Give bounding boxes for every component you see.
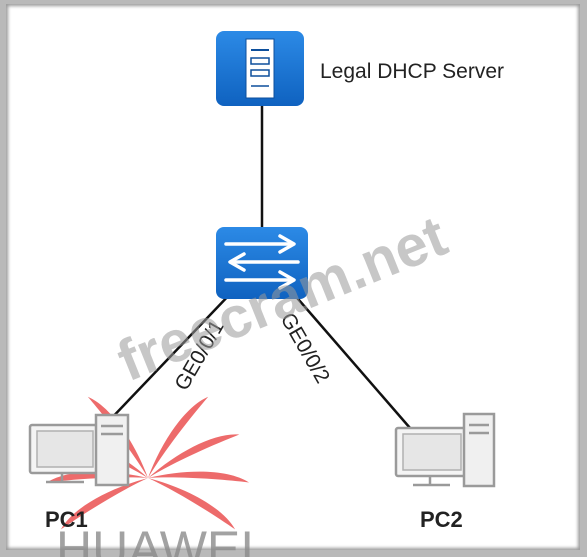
pc-icon [394, 412, 496, 488]
server-node: Legal DHCP Server [216, 31, 504, 106]
link-switch-pc1 [104, 291, 233, 426]
pc2-node: PC2 [394, 412, 496, 532]
pc-icon [28, 413, 130, 487]
switch-node [216, 227, 308, 299]
server-label: Legal DHCP Server [320, 60, 504, 83]
pc2-label: PC2 [420, 507, 463, 532]
pc1-node: PC1 [28, 413, 130, 532]
pc1-label: PC1 [45, 507, 88, 532]
link-switch-pc2 [291, 291, 411, 429]
brand-watermark: HUAWEI [56, 521, 254, 557]
